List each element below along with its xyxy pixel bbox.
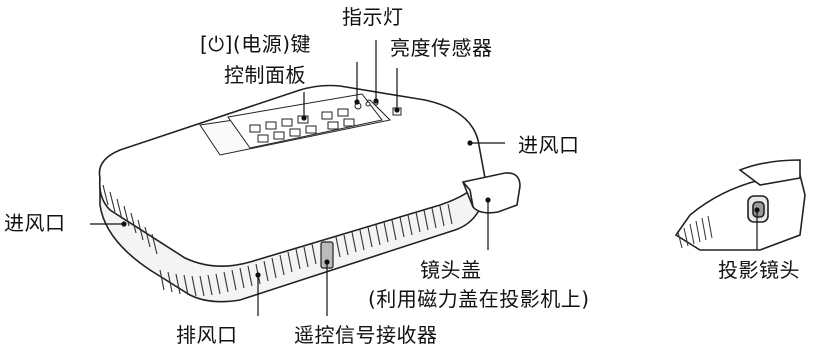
lens-hood <box>461 172 521 214</box>
side-vent-grille <box>102 184 158 255</box>
label-power-key: [⏻](电源)键 <box>200 32 312 56</box>
label-light-sensor: 亮度传感器 <box>390 36 493 60</box>
lens-inset <box>674 159 806 251</box>
projector-body <box>98 84 492 303</box>
control-panel <box>199 93 392 156</box>
label-lens-cover: 镜头盖 <box>420 258 482 282</box>
label-air-intake-right: 进风口 <box>518 133 580 157</box>
lens-inset-vent <box>677 215 713 249</box>
label-indicator: 指示灯 <box>342 5 404 29</box>
label-air-exhaust: 排风口 <box>176 323 238 347</box>
leader-lines <box>90 40 760 316</box>
front-vent-grille <box>159 203 453 297</box>
label-control-panel: 控制面板 <box>224 63 306 87</box>
label-remote-receiver: 遥控信号接收器 <box>294 323 438 347</box>
label-projection-lens: 投影镜头 <box>718 258 800 282</box>
label-lens-cover-note: (利用磁力盖在投影机上) <box>368 287 590 311</box>
label-air-intake-left: 进风口 <box>4 211 66 235</box>
